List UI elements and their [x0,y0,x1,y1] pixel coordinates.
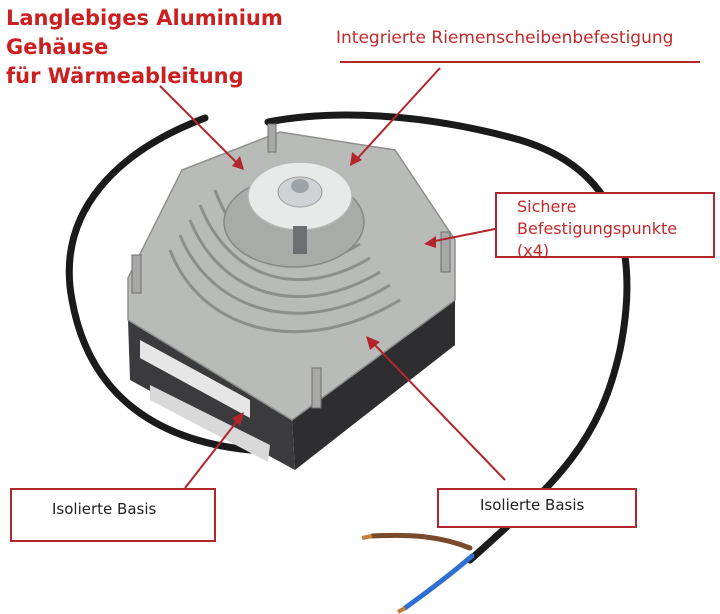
white-terminal-block [150,385,270,462]
mount-callout-box [495,192,715,258]
motor-shaft [293,226,307,254]
pulley-callout: Integrierte Riemenscheibenbefestigung [336,28,674,48]
mount-callout: Sichere Befestigungspunkte (x4) [517,196,677,262]
blue-wire [402,553,475,611]
housing-callout: Langlebiges Aluminium Gehäuse für Wärmea… [6,4,283,91]
base-right-callout: Isolierte Basis [480,496,585,514]
aluminium-housing [127,131,456,421]
mounting-studs [131,123,451,409]
callout-lines [159,61,700,489]
base-left-callout: Isolierte Basis [52,500,157,518]
white-label [140,340,250,418]
shaft-bolt [291,179,309,193]
mount-callout-line-3: (x4) [517,241,550,260]
copper-tip [397,606,406,614]
copper-tip [361,534,373,540]
mount-callout-line-2: Befestigungspunkte [517,219,678,238]
housing-callout-line-3: für Wärmeableitung [6,64,244,88]
base-right-callout-box [437,488,637,528]
housing-callout-line-2: Gehäuse [6,35,109,59]
brown-wire [369,532,473,551]
callout-arrowheads [232,152,436,426]
base-left-callout-box [10,488,216,542]
housing-callout-line-1: Langlebiges Aluminium [6,6,283,30]
insulated-base [292,300,455,470]
mount-callout-line-1: Sichere [517,197,577,216]
